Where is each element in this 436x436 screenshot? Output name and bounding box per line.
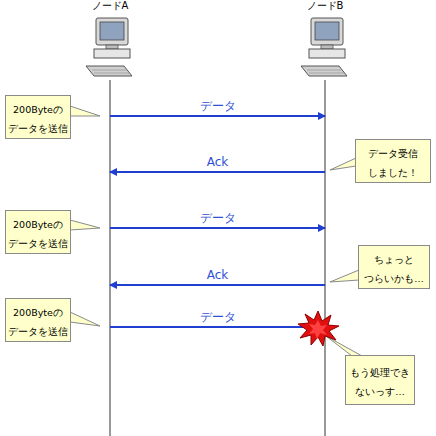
- message-arrow: [110, 227, 325, 229]
- message-label: データ: [200, 310, 236, 324]
- message-arrow: [110, 284, 325, 286]
- callout-box: データ受信 しました！: [355, 139, 431, 183]
- text-wrap: ちょっと つらいかも…: [361, 248, 427, 286]
- callout-tail: [70, 106, 100, 116]
- callout-box: 200Byteの データを送信: [5, 95, 71, 139]
- callout-box: もう処理でき ないっす…: [345, 355, 415, 405]
- text-wrap: もう処理でき ないっす…: [348, 361, 412, 399]
- message-label: データ: [200, 211, 236, 225]
- callout-text: 200Byteの データを送信: [8, 219, 68, 249]
- callout-tail: [330, 158, 356, 170]
- computer-icon: [301, 18, 347, 76]
- text-wrap: 200Byteの データを送信: [8, 301, 68, 339]
- message-arrow: [110, 115, 325, 117]
- computer-icon: [86, 18, 132, 76]
- text-wrap: ノードA: [80, 0, 140, 12]
- message-label: Ack: [207, 155, 229, 169]
- host-node: ノードA: [80, 0, 140, 16]
- lifeline: [110, 80, 111, 436]
- callout-tail: [70, 312, 100, 326]
- message-arrow: [110, 171, 325, 173]
- message-label: Ack: [207, 268, 229, 282]
- callout-tail: [326, 336, 362, 356]
- host-node: ノードB: [295, 0, 355, 16]
- callout-box: ちょっと つらいかも…: [358, 245, 430, 289]
- callout-tail: [330, 270, 359, 282]
- callout-text: もう処理でき ないっす…: [350, 367, 410, 397]
- callout-text: 200Byteの データを送信: [8, 104, 68, 134]
- text-wrap: データ受信 しました！: [358, 142, 428, 180]
- callout-text: データ受信 しました！: [368, 148, 418, 178]
- callout-text: ちょっと つらいかも…: [364, 254, 424, 284]
- callout-box: 200Byteの データを送信: [5, 210, 71, 254]
- message-arrow: [110, 326, 325, 328]
- text-wrap: ノードB: [295, 0, 355, 12]
- node-name: ノードB: [295, 0, 355, 12]
- text-wrap: 200Byteの データを送信: [8, 98, 68, 136]
- explosion-burst: [298, 311, 339, 346]
- node-name: ノードA: [80, 0, 140, 12]
- callout-text: 200Byteの データを送信: [8, 307, 68, 337]
- callout-tail: [70, 220, 100, 230]
- callout-box: 200Byteの データを送信: [5, 298, 71, 342]
- message-label: データ: [200, 99, 236, 113]
- text-wrap: 200Byteの データを送信: [8, 213, 68, 251]
- lifeline: [325, 80, 326, 436]
- explosion-core: [309, 320, 327, 339]
